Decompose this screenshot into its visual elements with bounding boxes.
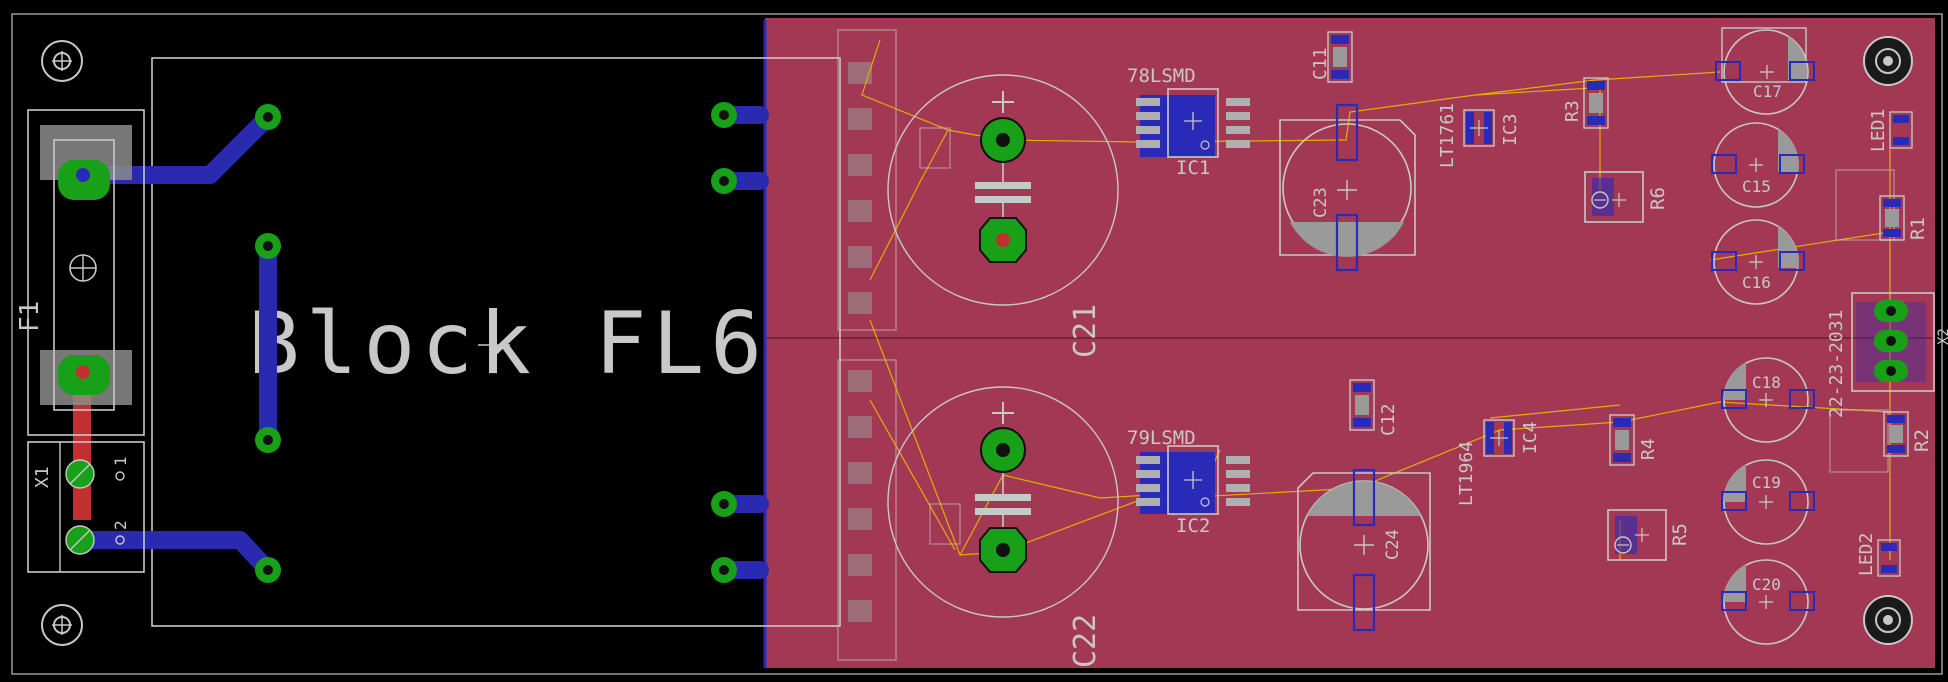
capacitor-c24 [1297, 468, 1431, 632]
label-ic4: IC4 [1520, 421, 1541, 454]
label-ic3: IC3 [1500, 113, 1521, 146]
label-c12: C12 [1378, 403, 1399, 436]
label-r2: R2 [1911, 429, 1933, 452]
trimmer-r5 [1607, 509, 1667, 561]
capacitor-c16 [1711, 219, 1805, 305]
mounting-hole-bottom-right [1863, 595, 1913, 645]
mounting-hole-bottom-left [41, 604, 83, 646]
connector-22-23-2031 [1851, 292, 1935, 392]
bottom-traces [69, 106, 769, 579]
capacitor-c22 [887, 386, 1119, 618]
capacitor-c19 [1721, 459, 1815, 545]
label-c21: C21 [1068, 304, 1103, 358]
ghost-part-top [919, 127, 951, 169]
label-ic4-value: LT1964 [1456, 441, 1477, 506]
label-c22: C22 [1068, 614, 1103, 668]
regulator-ic1 [1136, 88, 1250, 158]
label-c11: C11 [1310, 47, 1331, 80]
label-f1: F1 [15, 301, 45, 332]
label-r1: R1 [1907, 217, 1929, 240]
edge-connector-bottom [837, 359, 897, 661]
block-title: Block FL6 [248, 294, 768, 394]
trimmer-r6 [1584, 171, 1644, 223]
resistor-r4 [1609, 414, 1635, 466]
resistor-r1 [1835, 169, 1905, 241]
regulator-ic4 [1483, 419, 1515, 457]
label-ic1: IC1 [1176, 157, 1210, 179]
label-ic1-value: 78LSMD [1127, 65, 1196, 87]
mounting-hole-top-right [1863, 36, 1913, 86]
regulator-ic3 [1463, 109, 1495, 147]
ghost-part-bottom [929, 503, 961, 545]
capacitor-c17 [1715, 27, 1815, 115]
board-outline [11, 13, 1943, 675]
label-r4: R4 [1638, 438, 1659, 460]
label-led2: LED2 [1856, 533, 1877, 576]
label-c23: C23 [1311, 187, 1331, 218]
capacitor-c23 [1279, 103, 1416, 272]
capacitor-c15 [1711, 122, 1805, 208]
label-x1-pin2: 2 [111, 520, 130, 530]
capacitor-c18 [1721, 357, 1815, 443]
mounting-hole-top-left [41, 40, 83, 82]
led-led1 [1889, 111, 1913, 149]
label-connector-edge: X2 [1936, 328, 1948, 345]
fuse-f1 [27, 109, 145, 436]
capacitor-c11 [1327, 31, 1353, 83]
resistor-r3 [1583, 77, 1609, 129]
connector-x1 [27, 441, 145, 573]
capacitor-c20 [1721, 559, 1815, 645]
label-ic3-value: LT1761 [1437, 103, 1458, 168]
label-r6: R6 [1647, 187, 1669, 210]
label-led1: LED1 [1868, 109, 1889, 152]
label-c18: C18 [1752, 373, 1781, 392]
label-r5: R5 [1669, 523, 1691, 546]
label-x1: X1 [32, 466, 53, 488]
label-ic2-value: 79LSMD [1127, 427, 1196, 449]
regulator-ic2 [1136, 445, 1250, 515]
label-c16: C16 [1742, 273, 1771, 292]
capacitor-c12 [1349, 379, 1375, 431]
resistor-r2 [1829, 409, 1909, 473]
label-c24: C24 [1383, 529, 1403, 560]
label-c19: C19 [1752, 473, 1781, 492]
led-led2 [1877, 539, 1901, 577]
capacitor-c21 [887, 74, 1119, 306]
label-x1-pin1: 1 [111, 456, 130, 466]
label-c17: C17 [1753, 82, 1782, 101]
edge-connector-top [837, 29, 897, 331]
label-connector-value: 22-23-2031 [1826, 310, 1847, 418]
label-r3: R3 [1562, 100, 1583, 122]
block-pads [255, 102, 737, 583]
label-c20: C20 [1752, 575, 1781, 594]
label-c15: C15 [1742, 177, 1771, 196]
block-outline [151, 57, 841, 627]
label-ic2: IC2 [1176, 515, 1210, 537]
